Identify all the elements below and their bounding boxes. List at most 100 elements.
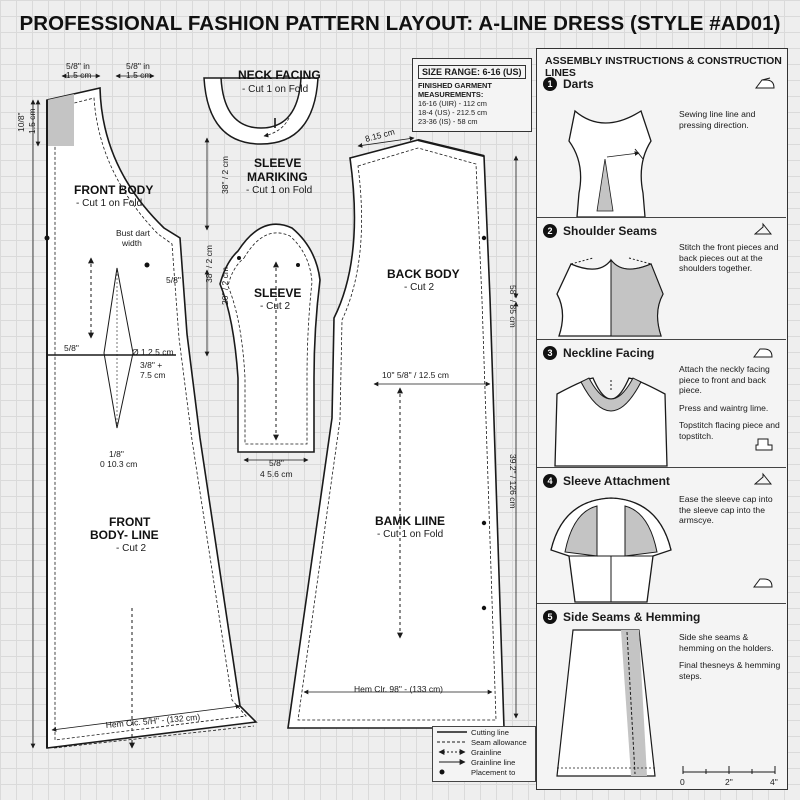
step-number: 3 (543, 346, 557, 360)
darts-illustration (568, 109, 652, 218)
side-top-b-label: 1.5 cm (27, 108, 37, 134)
step-darts: 1 Darts Sewing line line and pressing dir… (537, 71, 786, 219)
sleeve-marking-name-1: SLEEVE (254, 156, 301, 170)
legend-box: Cutting line Seam allowance Grainline Gr… (432, 726, 536, 782)
sa1b-label: 1.5 cm (66, 70, 92, 80)
back-body-piece (287, 136, 519, 729)
sa2-label: 5/8" in (126, 61, 150, 71)
neck-facing-piece (203, 77, 319, 145)
legend-item: Grainline (438, 747, 502, 757)
back-body-cut: - Cut 2 (404, 282, 434, 293)
iron-icon (755, 77, 775, 89)
back-line-name: BAMK LIINE (375, 514, 445, 528)
step-title: Sleeve Attachment (563, 474, 670, 488)
sa2b-label: 1.5 cm (126, 70, 152, 80)
dim-18-a: 1/8" (109, 449, 124, 459)
ruler-label-4: 4" (770, 777, 778, 787)
sleeve-attachment-illustration (550, 497, 672, 603)
step-text: Sewing line line and pressing direction. (679, 109, 756, 130)
dim-58-a: 5/8" (166, 275, 181, 285)
front-body-cut: - Cut 1 on Fold (76, 198, 142, 209)
back-body-name: BACK BODY (387, 267, 460, 281)
sleeve-marking-cut: - Cut 1 on Fold (246, 185, 312, 196)
neck-facing-name: NECK FACING (238, 68, 321, 82)
size-range-box: SIZE RANGE: 6-16 (US) FINISHED GARMENT M… (412, 58, 532, 132)
v38-label: 38" / 2 cm (220, 156, 230, 194)
legend-item: Cutting line (437, 727, 509, 737)
pattern-pieces-svg: 5/8" in 1.5 cm 5/8" in 1.5 cm 10/8" 1.5 … (16, 61, 519, 749)
dart-label-1: Bust dart (116, 228, 151, 238)
sleeve-marking-name-2: MARIKING (247, 170, 308, 184)
dim-58-b: 5/8" (64, 343, 79, 353)
step-title: Side Seams & Hemming (563, 610, 701, 624)
measurement-row: 16-16 (UIR) - 112 cm (418, 99, 487, 108)
v39-label: 39.2" / 126 cm (508, 454, 518, 509)
step-text: Attach the neckly facing piece to front … (679, 364, 770, 395)
step-sleeve-attachment: 4 Sleeve Attachment Ease the sleeve cap i… (537, 467, 786, 606)
side-seams-illustration (556, 629, 656, 777)
front-body-name: FRONT BODY (74, 183, 153, 197)
size-range-heading: SIZE RANGE: 6-16 (US) (418, 65, 526, 79)
step-shoulder-seams: 2 Shoulder Seams Stitch the front pieces … (537, 217, 786, 342)
step-text: Press and waintrg lime. (679, 402, 769, 413)
ruler-label-0: 0 (680, 777, 685, 787)
sa1-label: 5/8" in (66, 61, 90, 71)
hem-back-label: Hem Clr. 98" - (133 cm) (354, 684, 443, 694)
back-line-cut: - Cut 1 on Fold (377, 529, 443, 540)
step-number: 5 (543, 610, 557, 624)
finished-measurements-heading: FINISHED GARMENT MEASUREMENTS: (418, 81, 492, 99)
neckline-facing-illustration (554, 377, 668, 467)
step-text: Topstitch flacing piece and topstitch. (679, 420, 780, 441)
step-number: 4 (543, 474, 557, 488)
legend-item: Grainline line (439, 757, 516, 767)
measurement-row: 23-36 (IS) - 58 cm (418, 117, 478, 126)
step-neckline-facing: 3 Neckline Facing Attach the neckly facin… (537, 339, 786, 470)
dim-125: Ø 1.2.5 cm (132, 347, 174, 357)
front-body-line-name-1: FRONT (109, 515, 151, 529)
front-body-line-name-2: BODY- LINE (90, 528, 159, 542)
step-title: Shoulder Seams (563, 224, 658, 238)
back-width-label: 10" 5/8" / 12.5 cm (382, 370, 449, 380)
front-body-piece (30, 87, 258, 749)
step-text: Side she seams & hemming on the holders. (679, 632, 774, 653)
iron-icon (753, 348, 773, 358)
step-text: Ease the sleeve cap into the sleeve cap … (679, 494, 773, 525)
shoulder-seams-illustration (556, 257, 664, 337)
side-top-label: 10/8" (16, 112, 26, 132)
sleeve-name: SLEEVE (254, 286, 301, 300)
sleeve-cut: - Cut 2 (260, 301, 290, 312)
step-text: Final thesneys & hemming steps. (679, 660, 781, 681)
page-title: PROFESSIONAL FASHION PATTERN LAYOUT: A-L… (19, 12, 781, 35)
v58-label: 58" / 85 cm (508, 285, 518, 328)
hanger-icon (754, 472, 772, 485)
iron-icon (753, 578, 773, 588)
pattern-board: 5/8" in 1.5 cm 5/8" in 1.5 cm 10/8" 1.5 … (14, 48, 536, 790)
dart-label-2: width (121, 238, 142, 248)
step-title: Darts (563, 77, 594, 91)
legend-item: Seam allowance (437, 737, 527, 747)
legend-item: Placement to (433, 767, 535, 777)
front-neck-shade (47, 94, 74, 146)
sewing-machine-icon (755, 438, 773, 451)
ruler-scale: 0 2" 4" (680, 766, 778, 787)
hanger-icon (754, 222, 772, 235)
step-number: 2 (543, 224, 557, 238)
measurement-row: 18-4 (US) - 212.5 cm (418, 108, 488, 117)
v38-label: 38" / 2 cm (204, 245, 214, 283)
step-title: Neckline Facing (563, 346, 655, 360)
instructions-title: ASSEMBLY INSTRUCTIONS & CONSTRUCTION LIN… (545, 55, 782, 79)
neck-facing-cut: - Cut 1 on Fold (242, 84, 308, 95)
sleeve-piece (204, 137, 321, 463)
step-side-seams-hemming: 5 Side Seams & Hemming Side she seams & h… (537, 603, 786, 792)
ruler-label-2: 2" (725, 777, 733, 787)
step-text: Stitch the front pieces and back pieces … (679, 242, 779, 273)
front-body-line-cut: - Cut 2 (116, 543, 146, 554)
dim-38-b: 7.5 cm (140, 370, 166, 380)
assembly-instructions-panel: ASSEMBLY INSTRUCTIONS & CONSTRUCTION LIN… (536, 48, 788, 790)
sleeve-width-2: 4 5.6 cm (260, 469, 293, 479)
dim-38-a: 3/8" + (140, 360, 162, 370)
dim-18-b: 0 10.3 cm (100, 459, 137, 469)
v20-label: 20" / 2 cm (220, 267, 230, 305)
step-number: 1 (543, 77, 557, 91)
